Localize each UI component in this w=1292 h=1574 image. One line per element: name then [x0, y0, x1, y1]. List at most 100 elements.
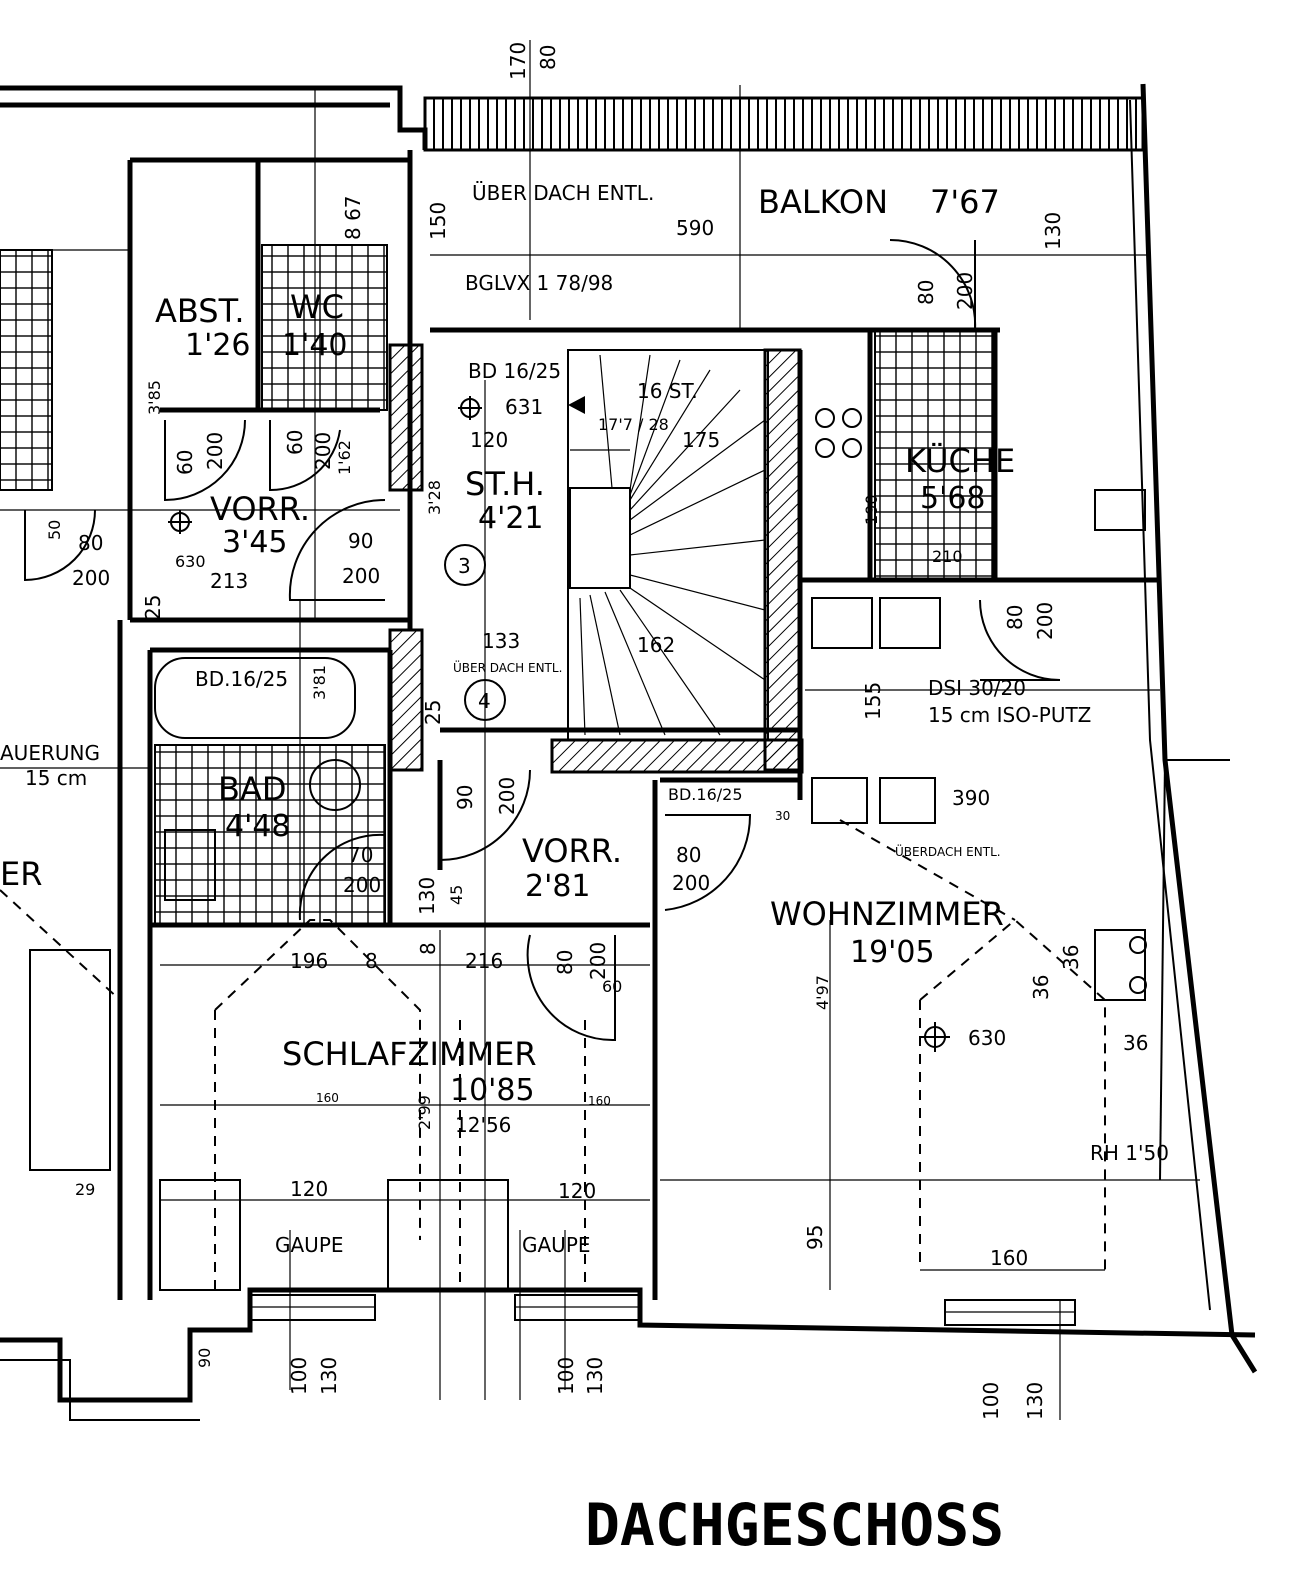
- dimensions-d80top-label: 80: [536, 45, 560, 70]
- kueche-name: KÜCHE: [905, 442, 1015, 480]
- notes-stairs-label: 16 ST.: [637, 379, 698, 403]
- stair-arrow-icon: [568, 396, 585, 414]
- dimensions-d155-label: 155: [861, 682, 885, 720]
- masonry: [388, 343, 804, 774]
- dimensions-d130b-label: 130: [583, 1357, 607, 1395]
- plan-title: DACHGESCHOSS: [585, 1491, 1004, 1559]
- windows: [249, 1294, 1076, 1326]
- dimensions-d80r-label: 80: [1003, 605, 1027, 630]
- balkon-name: BALKON: [758, 183, 888, 221]
- dimensions-d133-label: 133: [482, 629, 520, 653]
- notes-ueber-dach-entl-small-label: ÜBER DACH ENTL.: [453, 659, 562, 675]
- dimensions-d200m-label: 200: [342, 564, 380, 588]
- abst-name: ABST.: [155, 292, 245, 330]
- notes-ueber-dach-entl-label: ÜBER DACH ENTL.: [472, 181, 654, 205]
- dimensions-d100b-label: 100: [554, 1357, 578, 1395]
- dimensions-d200l-label: 200: [72, 566, 110, 590]
- lamp-symbols: [168, 396, 950, 1052]
- notes-marker4-label: 4: [478, 689, 491, 713]
- dimension-labels: 170 80 590 130 150 8 67 80 200 631 120 1…: [45, 42, 1148, 1420]
- staircase: [567, 349, 769, 741]
- abst-area: 1'26: [185, 328, 251, 363]
- dimensions-d200bad-label: 200: [343, 873, 381, 897]
- dimensions-d25-label: 25: [141, 595, 165, 620]
- notes-ueber-dach-entl-right-label: ÜBERDACH ENTL.: [895, 843, 1001, 859]
- balcony-railing: [423, 96, 1145, 152]
- dimensions-d170-label: 170: [506, 42, 530, 80]
- dimensions-d80s-label: 80: [553, 950, 577, 975]
- dimensions-d196-label: 196: [290, 949, 328, 973]
- dimensions-d70-label: 70: [348, 843, 373, 867]
- bad-area: 4'48: [225, 809, 291, 844]
- notes-gaupe-left-label: GAUPE: [275, 1233, 344, 1257]
- dimensions-d160b-label: 160: [588, 1094, 611, 1108]
- dimensions-d200s-label: 200: [586, 942, 610, 980]
- vorr-top-name: VORR.: [210, 490, 310, 528]
- notes-rh-label: RH 1'50: [1090, 1141, 1169, 1165]
- dimensions-d390-label: 390: [952, 786, 990, 810]
- dimensions-d90v-label: 90: [453, 785, 477, 810]
- dimensions-d630l-label: 630: [175, 552, 206, 571]
- notes-bd-top-label: BD 16/25: [468, 359, 561, 383]
- dimensions-d200v-label: 200: [495, 777, 519, 815]
- dimensions-d385-label: 3'85: [145, 380, 164, 415]
- dimensions-d200r-label: 200: [1033, 602, 1057, 640]
- marker-4: [464, 679, 506, 721]
- dimensions-d30-label: 30: [775, 809, 790, 823]
- dimensions-d29-label: 29: [75, 1180, 95, 1199]
- dimensions-d25b-label: 25: [421, 700, 445, 725]
- dimensions-d100a-label: 100: [287, 1357, 311, 1395]
- dimension-lines: [0, 40, 1200, 1420]
- dimensions-d130r-label: 130: [1041, 212, 1065, 250]
- door-swings: [24, 238, 1061, 1042]
- dimensions-d120b-label: 120: [558, 1179, 596, 1203]
- notes-er-label: ER: [0, 855, 42, 893]
- dimensions-d497-label: 4'97: [813, 975, 832, 1010]
- notes-dsi-label: DSI 30/20: [928, 676, 1026, 700]
- dimensions-d100c-label: 100: [979, 1382, 1003, 1420]
- dimensions-d162a-label: 1'62: [335, 440, 354, 475]
- tiled-floors: [0, 244, 996, 926]
- dimensions-d60b-label: 60: [283, 430, 307, 455]
- dimensions-d130a-label: 130: [317, 1357, 341, 1395]
- dimensions-d80l-label: 80: [78, 531, 103, 555]
- vorr-top-area: 3'45: [222, 525, 288, 560]
- wc-bowl: [309, 759, 361, 811]
- dimensions-d45-label: 45: [447, 885, 466, 905]
- bathtub: [154, 657, 356, 739]
- dimensions-d36c-label: 36: [1123, 1031, 1148, 1055]
- balkon-area: 7'67: [930, 183, 1000, 221]
- marker-3: [444, 544, 486, 586]
- dimensions-d130c-label: 130: [1023, 1382, 1047, 1420]
- dimensions-d150-label: 150: [426, 202, 450, 240]
- plan-notes: ÜBER DACH ENTL. BGLVX 1 78/98 BD 16/25 B…: [0, 181, 1169, 1257]
- dimensions-d328-label: 3'28: [425, 480, 444, 515]
- dimensions-d630w-label: 630: [968, 1026, 1006, 1050]
- notes-iso-label: 15 cm ISO-PUTZ: [928, 703, 1091, 727]
- notes-mauerung-cm-label: 15 cm: [25, 766, 87, 790]
- schlafzimmer-name: SCHLAFZIMMER: [282, 1035, 537, 1073]
- wohnzimmer-name: WOHNZIMMER: [770, 895, 1004, 933]
- notes-stairs-rise-label: 17'7 / 28: [598, 415, 669, 434]
- notes-gaupe-right-label: GAUPE: [522, 1233, 591, 1257]
- wohnzimmer-area: 19'05: [850, 935, 935, 970]
- dimensions-d200v2-label: 200: [672, 871, 710, 895]
- dimensions-d60a-label: 60: [173, 450, 197, 475]
- dimensions-d160w-label: 160: [990, 1246, 1028, 1270]
- sth-area: 4'21: [478, 501, 544, 536]
- notes-marker3-label: 3: [458, 554, 471, 578]
- stove: [1094, 929, 1146, 1001]
- vorr-mid-area: 2'81: [525, 869, 591, 904]
- dimensions-d120a-label: 120: [290, 1177, 328, 1201]
- notes-bd-mid-label: BD.16/25: [668, 785, 743, 804]
- dimensions-d162-label: 162: [637, 633, 675, 657]
- sth-name: ST.H.: [465, 465, 545, 503]
- roof-lines: [0, 819, 1106, 1290]
- notes-bd-bad-label: BD.16/25: [195, 667, 288, 691]
- schlafzimmer-area2: 12'56: [455, 1113, 511, 1137]
- schlafzimmer-area: 10'85: [450, 1073, 535, 1108]
- dimensions-d36a-label: 36: [1029, 975, 1053, 1000]
- wc-name: WC: [290, 288, 344, 326]
- dimensions-d200a-label: 200: [203, 432, 227, 470]
